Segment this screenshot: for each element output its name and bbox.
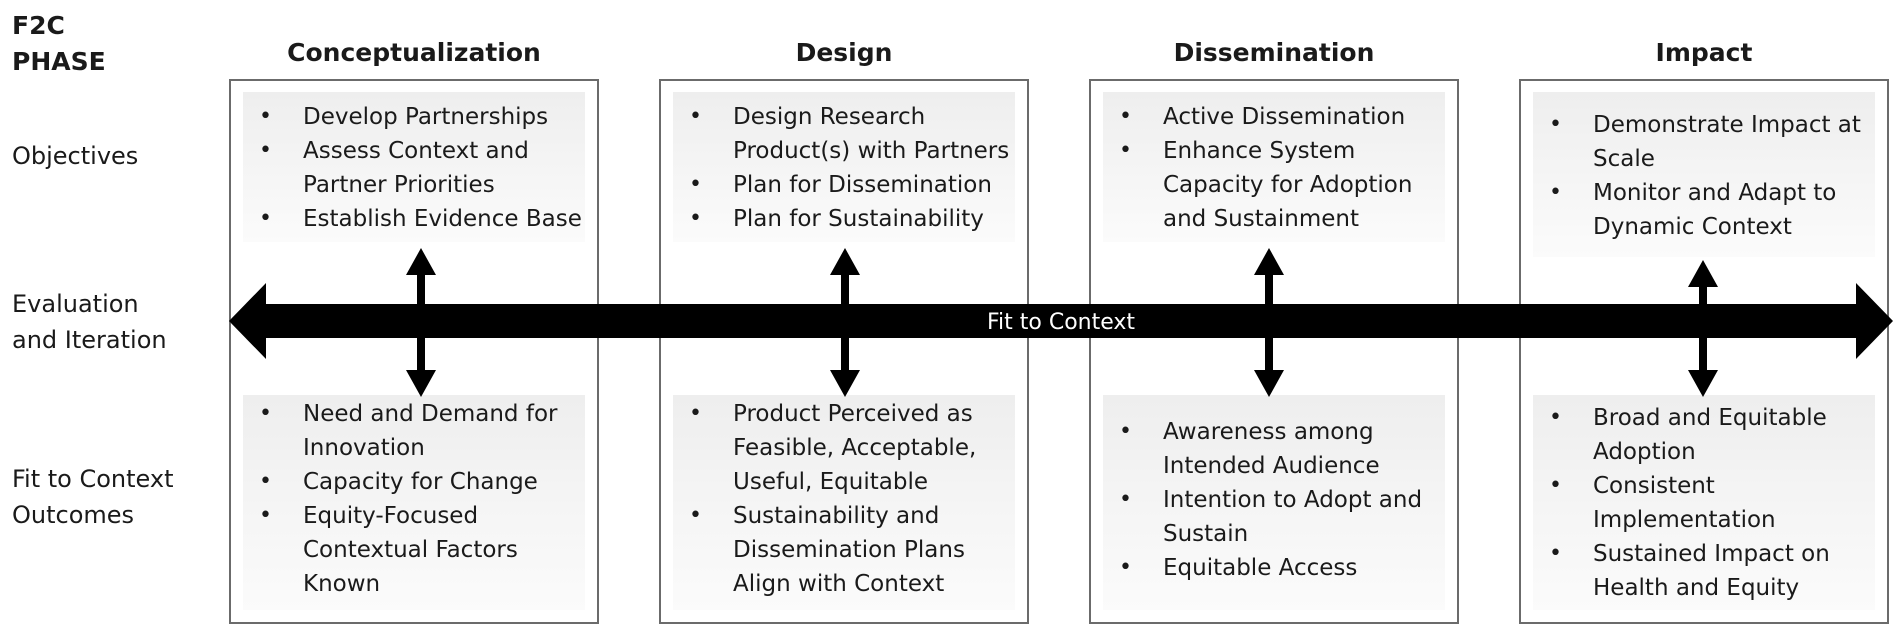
objective-item: Establish Evidence Base [243,202,585,236]
row-label-evaluation-line1: Evaluation [12,290,139,318]
objectives-panel-impact: Demonstrate Impact at Scale Monitor and … [1533,92,1875,257]
column-title-impact: Impact [1655,38,1753,67]
phase-label-line2: PHASE [12,47,106,76]
outcomes-panel-impact: Broad and Equitable Adoption Consistent … [1533,395,1875,610]
objective-item: Assess Context and Partner Priorities [243,134,585,202]
objectives-panel-design: Design Research Product(s) with Partners… [673,92,1015,242]
row-label-evaluation: Evaluation and Iteration [12,286,167,358]
objectives-panel-conceptualization: Develop Partnerships Assess Context and … [243,92,585,242]
vertical-arrow-conceptualization [406,248,436,397]
objective-item: Design Research Product(s) with Partners [673,100,1015,168]
outcomes-panel-design: Product Perceived as Feasible, Acceptabl… [673,395,1015,610]
objective-item: Demonstrate Impact at Scale [1533,108,1875,176]
outcomes-panel-dissemination: Awareness among Intended Audience Intent… [1103,395,1445,610]
column-title-conceptualization: Conceptualization [287,38,541,67]
outcome-item: Capacity for Change [243,465,585,499]
fit-to-context-arrow [229,283,1893,359]
row-label-objectives: Objectives [12,142,139,170]
row-label-outcomes: Fit to Context Outcomes [12,461,174,533]
objective-item: Plan for Sustainability [673,202,1015,236]
outcome-item: Sustainability and Dissemination Plans A… [673,499,1015,601]
outcome-item: Equitable Access [1103,551,1445,585]
outcomes-panel-conceptualization: Need and Demand for Innovation Capacity … [243,395,585,610]
phase-label-line1: F2C [12,11,65,40]
row-label-evaluation-line2: and Iteration [12,326,167,354]
objective-item: Plan for Dissemination [673,168,1015,202]
row-label-outcomes-line1: Fit to Context [12,465,174,493]
row-label-outcomes-line2: Outcomes [12,501,135,529]
phase-label: F2C PHASE [12,8,106,80]
objective-item: Monitor and Adapt to Dynamic Context [1533,176,1875,244]
outcome-item: Equity-Focused Contextual Factors Known [243,499,585,601]
vertical-arrow-dissemination [1254,248,1284,397]
outcome-item: Sustained Impact on Health and Equity [1533,537,1875,605]
column-title-design: Design [795,38,893,67]
objective-item: Develop Partnerships [243,100,585,134]
objectives-panel-dissemination: Active Dissemination Enhance System Capa… [1103,92,1445,242]
outcome-item: Intention to Adopt and Sustain [1103,483,1445,551]
column-title-dissemination: Dissemination [1173,38,1375,67]
objective-item: Enhance System Capacity for Adoption and… [1103,134,1445,236]
outcome-item: Awareness among Intended Audience [1103,415,1445,483]
outcome-item: Product Perceived as Feasible, Acceptabl… [673,397,1015,499]
outcome-item: Need and Demand for Innovation [243,397,585,465]
fit-to-context-arrow-label: Fit to Context [987,310,1135,335]
objective-item: Active Dissemination [1103,100,1445,134]
vertical-arrow-impact [1688,260,1718,397]
vertical-arrow-design [830,248,860,397]
outcome-item: Consistent Implementation [1533,469,1875,537]
outcome-item: Broad and Equitable Adoption [1533,401,1875,469]
